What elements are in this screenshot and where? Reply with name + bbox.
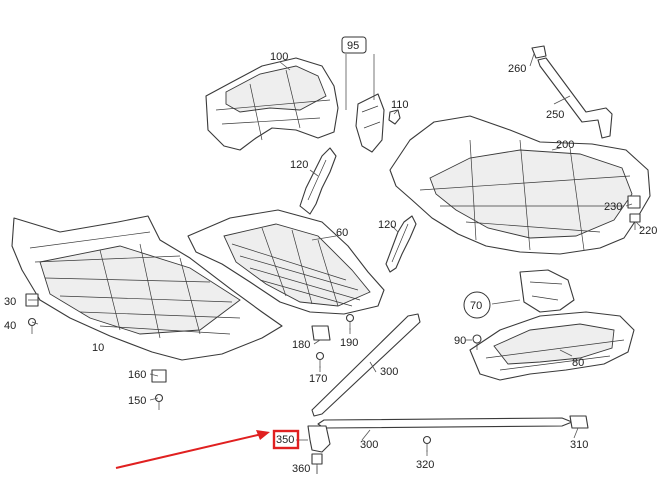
label-110: 110 <box>391 99 409 111</box>
part-230-nut <box>627 195 641 209</box>
part-120-strut-left <box>299 147 337 215</box>
label-300-diagonal: 300 <box>380 366 398 378</box>
highlight-arrow-icon <box>115 430 270 469</box>
label-80: 80 <box>572 357 584 369</box>
part-170-bolt <box>315 351 325 368</box>
part-200-rear-underbody-panel <box>389 115 651 255</box>
label-360: 360 <box>292 463 310 475</box>
part-150-bolt <box>154 393 164 410</box>
part-180-clip <box>311 325 331 341</box>
label-180: 180 <box>292 339 310 351</box>
part-120-strut-right <box>385 215 417 273</box>
leader-lines <box>28 53 643 474</box>
label-95: 95 <box>347 40 359 52</box>
label-30: 30 <box>4 296 16 308</box>
callout-box-350-highlight <box>272 429 300 450</box>
label-220: 220 <box>639 225 657 237</box>
label-100: 100 <box>270 51 288 63</box>
part-95-cover <box>355 93 385 153</box>
label-160: 160 <box>128 369 146 381</box>
label-70: 70 <box>470 300 482 312</box>
part-90-bolt <box>472 334 482 350</box>
label-350: 350 <box>276 434 294 446</box>
part-80-rear-lower-panel <box>469 311 635 381</box>
part-310-end-clip <box>569 415 589 429</box>
part-350-bracket <box>307 425 331 453</box>
callout-circle-70 <box>463 291 491 319</box>
label-190: 190 <box>340 337 358 349</box>
label-200: 200 <box>556 139 574 151</box>
label-120-right: 120 <box>378 219 396 231</box>
label-230: 230 <box>604 201 622 213</box>
part-70-bracket <box>519 269 575 313</box>
label-300-horizontal: 300 <box>360 439 378 451</box>
part-300-diagonal-rod <box>311 313 421 417</box>
part-100-front-bracket <box>205 57 339 151</box>
label-250: 250 <box>546 109 564 121</box>
part-160-clip <box>151 369 167 383</box>
label-40: 40 <box>4 320 16 332</box>
part-10-front-underbody-panel <box>11 215 283 361</box>
part-320-bolt <box>422 435 432 452</box>
label-260: 260 <box>508 63 526 75</box>
part-40-bolt <box>27 317 37 334</box>
callout-box-95 <box>341 36 367 54</box>
part-220-bolt <box>629 213 641 230</box>
label-10: 10 <box>92 342 104 354</box>
label-320: 320 <box>416 459 434 471</box>
part-250-bracket-rod <box>537 57 613 139</box>
label-150: 150 <box>128 395 146 407</box>
label-90: 90 <box>454 335 466 347</box>
label-310: 310 <box>570 439 588 451</box>
label-120-left: 120 <box>290 159 308 171</box>
part-260-clip <box>531 45 547 59</box>
part-300-horizontal-rod <box>317 417 573 429</box>
label-60: 60 <box>336 227 348 239</box>
label-170: 170 <box>309 373 327 385</box>
part-110-clip <box>388 109 401 125</box>
part-190-bolt <box>345 313 355 330</box>
